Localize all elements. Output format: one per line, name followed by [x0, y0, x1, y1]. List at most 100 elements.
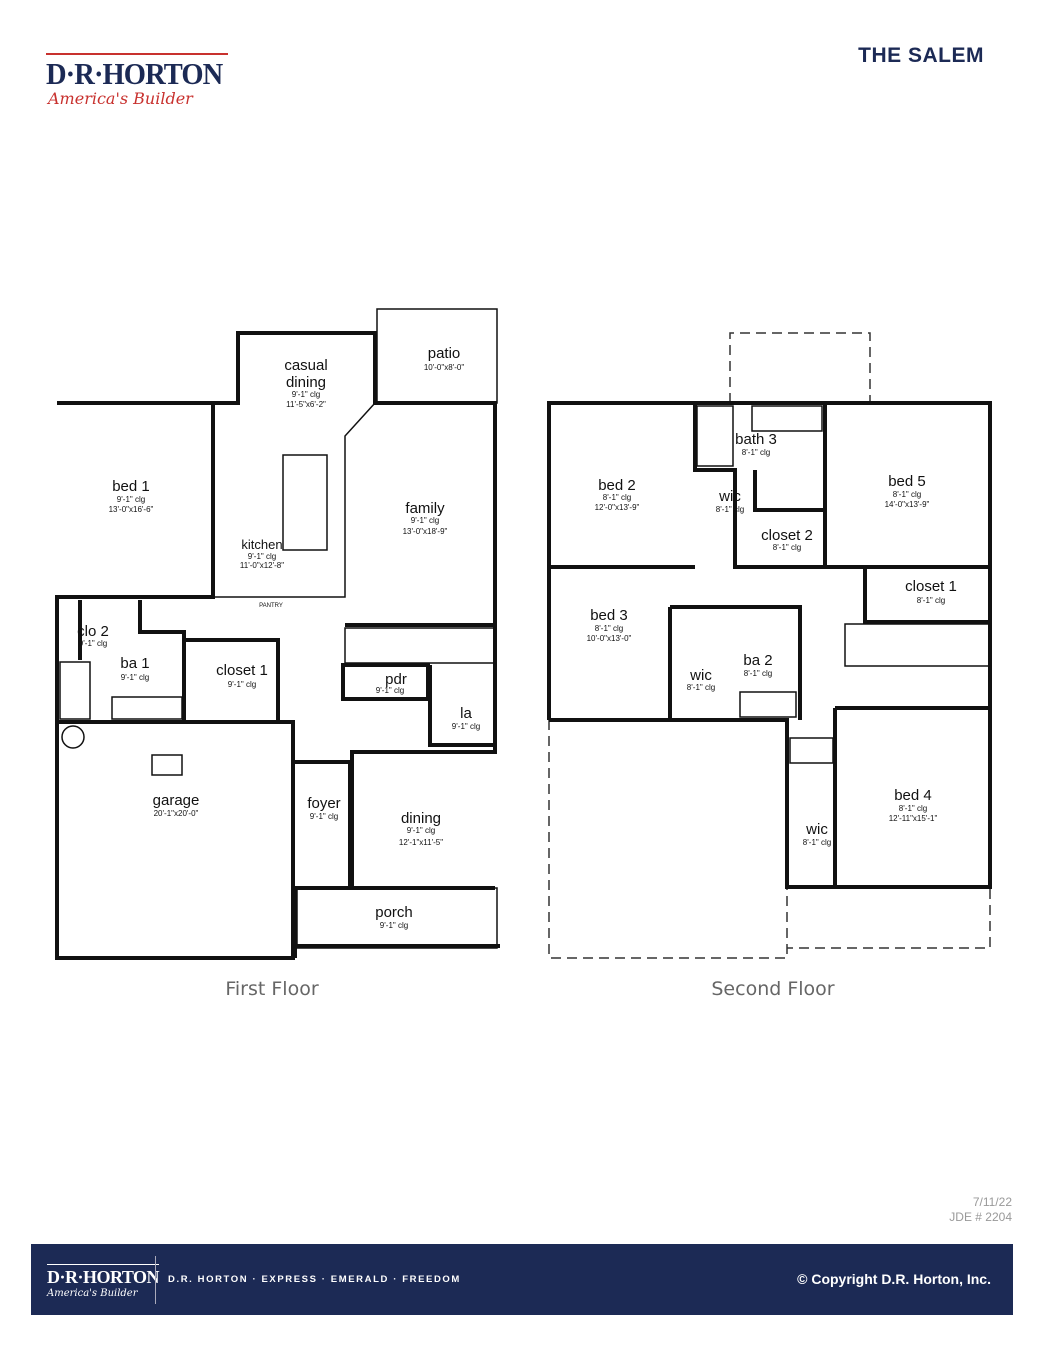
room-name: bed 5: [888, 473, 926, 490]
room-name: bath 3: [735, 431, 777, 448]
room-name: PANTRY: [259, 603, 283, 609]
kitchen-island: [282, 454, 328, 551]
footer-logo-wordmark: D·R·HORTON: [47, 1264, 160, 1288]
room-ceiling: 9'-1" clg: [121, 673, 149, 682]
room-size: 10'-0"x8'-0": [424, 363, 464, 372]
logo-rule: [46, 53, 228, 55]
room-ceiling: 9'-1" clg: [310, 812, 338, 821]
room-size: 12'-0"x13'-9": [595, 503, 640, 512]
room-ceiling: 9'-1" clg: [376, 686, 404, 695]
room-ceiling: 9'-1" clg: [248, 552, 276, 561]
room-name: patio: [428, 345, 461, 362]
room-name: closet 1: [905, 578, 957, 595]
drhorton-logo: D·R·HORTON America's Builder: [46, 53, 228, 110]
room-size: 13'-0"x18'-9": [403, 527, 448, 536]
room-name: dining: [286, 374, 326, 391]
room-size: 12'-1"x11'-5": [399, 838, 443, 847]
logo-wordmark: D·R·HORTON: [46, 56, 223, 91]
room-ceiling: 9'-1" clg: [228, 680, 256, 689]
second-floor-plan: bath 3 8'-1" clg bed 2 8'-1" clg 12'-0"x…: [547, 332, 992, 1000]
water-heater: [61, 725, 85, 749]
room-size: 13'-0"x16'-6": [109, 505, 154, 514]
room-name: garage: [153, 792, 200, 809]
room-ceiling: 9'-1" clg: [292, 390, 320, 399]
footer-bar: D·R·HORTON America's Builder D.R. HORTON…: [31, 1244, 1013, 1315]
footer-logo: D·R·HORTON America's Builder: [47, 1264, 160, 1299]
exterior-walls: [547, 401, 992, 889]
room-size: 10'-0"x13'-0": [587, 634, 632, 643]
room-ceiling: 8'-1" clg: [716, 505, 744, 514]
walls-ba2: [670, 605, 802, 720]
room-name: closet 1: [216, 662, 268, 679]
footer-divider: [155, 1256, 156, 1304]
ba1-vanity: [111, 696, 183, 720]
room-ceiling: 8'-1" clg: [603, 493, 631, 502]
walls-closet1: [863, 565, 992, 624]
room-ceiling: 9'-1" clg: [452, 722, 480, 731]
walls-bath3-wc: [753, 470, 825, 512]
bath3-vanity: [751, 405, 823, 432]
room-ceiling: 8'-1" clg: [899, 804, 927, 813]
room-ceiling: 8'-1" clg: [595, 624, 623, 633]
room-name: wic: [805, 821, 828, 838]
room-name: casual: [284, 357, 327, 374]
room-ceiling: 8'-1" clg: [744, 669, 772, 678]
room-name: bed 2: [598, 477, 636, 494]
logo-tagline: America's Builder: [48, 89, 193, 108]
room-name: kitchen: [241, 537, 282, 552]
room-size: 11'-0"x12'-8": [240, 561, 284, 570]
room-ceiling: 9'-1" clg: [117, 495, 145, 504]
room-name: clo 2: [77, 623, 109, 640]
first-floor-plan: casual dining 9'-1" clg 11'-5"x6'-2" pat…: [55, 308, 500, 1000]
room-ceiling: 9'-1" clg: [79, 639, 107, 648]
stairs: [344, 627, 496, 664]
room-ceiling: 8'-1" clg: [917, 596, 945, 605]
plan-name: THE SALEM: [858, 44, 984, 67]
patio-below-outline: [729, 332, 871, 403]
walls-bed1-garage: [55, 401, 295, 960]
room-name: family: [405, 500, 445, 517]
room-ceiling: 9'-1" clg: [380, 921, 408, 930]
linen-closet: [789, 737, 834, 764]
room-name: bed 4: [894, 787, 932, 804]
walls-bath3: [693, 403, 827, 569]
room-name: dining: [401, 810, 441, 827]
plan-jde-number: JDE # 2204: [949, 1210, 1012, 1224]
walls-la: [428, 665, 495, 747]
garage-below-outline: [548, 720, 991, 959]
bathtub: [739, 691, 797, 718]
first-floor-label: First Floor: [225, 978, 318, 1000]
room-ceiling: 8'-1" clg: [687, 683, 715, 692]
room-name: la: [460, 705, 472, 722]
stairs: [844, 623, 991, 667]
room-name: wic: [689, 667, 712, 684]
room-size: 12'-11"x15'-1": [889, 814, 938, 823]
shower: [696, 405, 734, 467]
walls-closet1: [184, 638, 280, 722]
walls-foyer: [291, 722, 352, 958]
room-name: bed 3: [590, 607, 628, 624]
room-ceiling: 8'-1" clg: [893, 490, 921, 499]
room-ceiling: 9'-1" clg: [411, 516, 439, 525]
room-ceiling: 8'-1" clg: [773, 543, 801, 552]
walls-kitchen-family: [213, 331, 497, 890]
room-size: 11'-5"x6'-2": [286, 400, 326, 409]
plan-date: 7/11/22: [972, 1195, 1012, 1209]
room-name: ba 2: [743, 652, 772, 669]
room-name: foyer: [307, 795, 340, 812]
room-name: porch: [375, 904, 413, 921]
room-size: 14'-0"x13'-9": [885, 500, 930, 509]
room-name: wic: [718, 488, 741, 505]
room-name: ba 1: [120, 655, 149, 672]
shower: [59, 661, 91, 720]
room-name: pdr: [385, 671, 407, 688]
second-floor-label: Second Floor: [711, 978, 834, 1000]
room-ceiling: 8'-1" clg: [803, 838, 831, 847]
footer-brands: D.R. HORTON · EXPRESS · EMERALD · FREEDO…: [168, 1274, 461, 1285]
walls-ba1: [138, 600, 186, 722]
room-ceiling: 9'-1" clg: [407, 826, 435, 835]
plan-meta: 7/11/22 JDE # 2204: [949, 1195, 1012, 1225]
room-ceiling: 8'-1" clg: [742, 448, 770, 457]
garage-attic-access: [151, 754, 183, 776]
